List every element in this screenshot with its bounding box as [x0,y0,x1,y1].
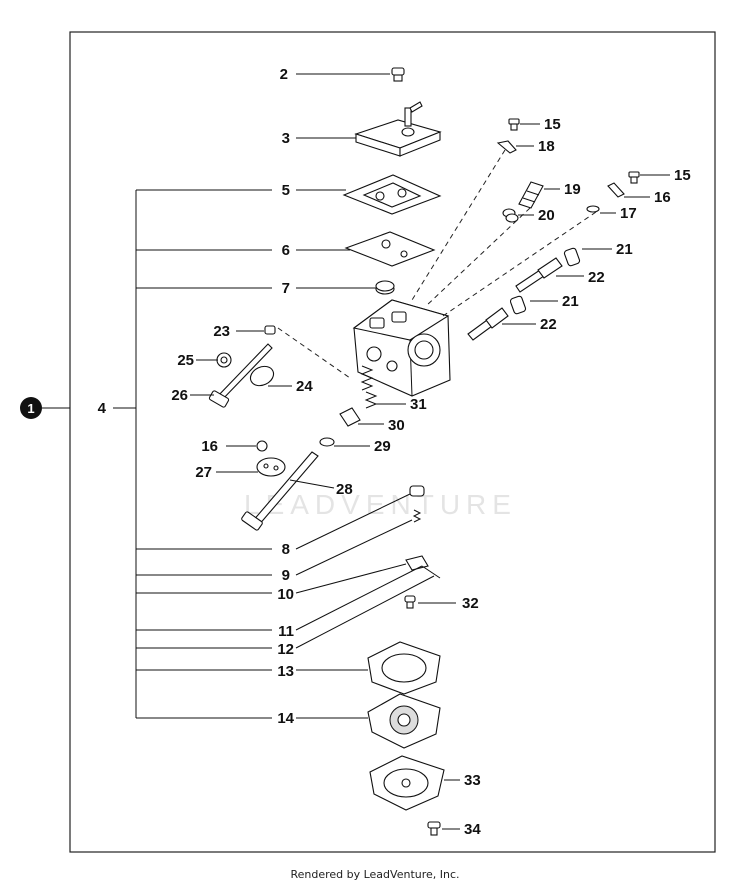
callout-12[interactable]: 12 [277,641,294,658]
callout-30[interactable]: 30 [388,417,405,434]
assembly-lines [277,149,597,379]
callout-15b[interactable]: 15 [674,167,691,184]
diaphragm-part-6[interactable] [344,231,436,267]
screw-part-15a[interactable] [508,118,520,131]
callout-14[interactable]: 14 [277,710,294,727]
callout-9[interactable]: 9 [282,567,290,584]
kit-bracket [113,189,272,719]
callout-21a[interactable]: 21 [616,241,633,258]
lever-part-30[interactable] [339,407,361,427]
diaphragm-part-14[interactable] [367,693,441,749]
watermark-text: LEADVENTURE [244,489,517,520]
gasket-part-13[interactable] [367,641,441,695]
callout-32[interactable]: 32 [462,595,479,612]
callout-29[interactable]: 29 [374,438,391,455]
carburetor-body[interactable] [352,299,451,397]
group-marker[interactable]: 1 [20,397,42,419]
screw-part-23[interactable] [264,325,276,335]
callout-25[interactable]: 25 [177,352,194,369]
callout-28[interactable]: 28 [336,481,353,498]
cap-part-21b[interactable] [509,295,527,315]
callout-20[interactable]: 20 [538,207,555,224]
callout-leaders [190,73,670,830]
washer-part-29[interactable] [319,437,335,447]
washer-part-16b[interactable] [256,440,268,452]
callout-33[interactable]: 33 [464,772,481,789]
screw-part-34[interactable] [427,821,441,836]
spring-part-20[interactable] [502,208,519,223]
gasket-part-5[interactable] [342,174,442,215]
callout-17[interactable]: 17 [620,205,637,222]
callout-10[interactable]: 10 [277,586,294,603]
callout-19[interactable]: 19 [564,181,581,198]
callout-3[interactable]: 3 [282,130,290,147]
cover-part-33[interactable] [369,755,445,811]
plate-part-27[interactable] [256,457,286,477]
cap-part-7[interactable] [375,280,395,295]
pin-part-12[interactable] [421,565,441,579]
callout-26[interactable]: 26 [171,387,188,404]
callout-27[interactable]: 27 [195,464,212,481]
spring-part-31[interactable] [360,365,378,409]
screw-part-15b[interactable] [628,171,640,184]
screw-part-2[interactable] [391,67,405,82]
washer-part-17[interactable] [586,205,600,213]
callout-labels: 2 3 4 5 6 7 8 9 10 11 12 13 14 15 15 16 … [98,66,691,838]
callout-24[interactable]: 24 [296,378,313,395]
needle-part-22b[interactable] [467,307,509,341]
spring-part-9[interactable] [412,509,422,523]
callout-21b[interactable]: 21 [562,293,579,310]
shaft-part-28[interactable] [241,451,319,531]
callout-11[interactable]: 11 [278,623,294,640]
cap-part-8[interactable] [409,485,425,497]
callout-18[interactable]: 18 [538,138,555,155]
callout-7[interactable]: 7 [282,280,290,297]
callout-34[interactable]: 34 [464,821,481,838]
clip-part-18[interactable] [496,140,517,154]
cap-part-21a[interactable] [563,247,581,267]
needle-part-22a[interactable] [515,257,563,293]
callout-5[interactable]: 5 [282,182,290,199]
callout-16a[interactable]: 16 [654,189,671,206]
callout-13[interactable]: 13 [277,663,294,680]
footer-credit: Rendered by LeadVenture, Inc. [290,868,460,881]
needle-part-19[interactable] [518,181,544,209]
plate-part-24[interactable] [247,363,276,389]
callout-22b[interactable]: 22 [540,316,557,333]
callout-31[interactable]: 31 [410,396,427,413]
screw-part-32[interactable] [404,595,416,609]
callout-15a[interactable]: 15 [544,116,561,133]
callout-2[interactable]: 2 [280,66,288,83]
diagram-frame [69,31,716,853]
callout-8[interactable]: 8 [282,541,290,558]
callout-23[interactable]: 23 [213,323,230,340]
clip-part-16a[interactable] [607,182,625,198]
cover-part-3[interactable] [354,101,442,157]
group-marker-label: 1 [27,401,34,416]
callout-16b[interactable]: 16 [201,438,218,455]
shaft-part-26[interactable] [208,343,273,408]
callout-6[interactable]: 6 [282,242,290,259]
callout-4[interactable]: 4 [98,400,107,417]
nut-part-25[interactable] [216,352,232,368]
callout-22a[interactable]: 22 [588,269,605,286]
